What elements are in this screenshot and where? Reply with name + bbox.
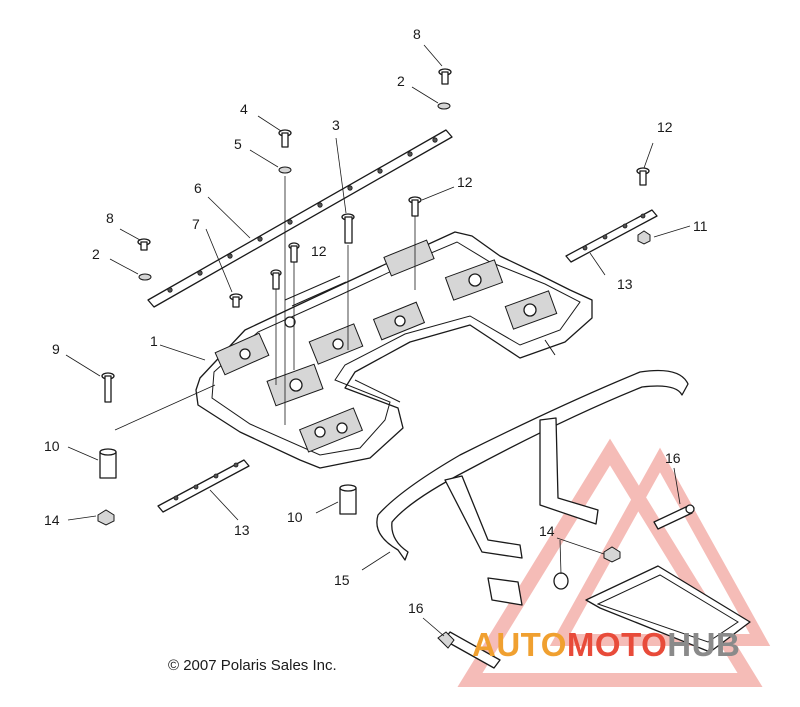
nut-11 (637, 230, 651, 245)
spacer-10-left (99, 448, 117, 479)
callout-2-left: 2 (92, 246, 100, 262)
watermark-hub: HUB (667, 626, 740, 663)
bolt-left-8 (137, 238, 151, 251)
callout-4: 4 (240, 101, 248, 117)
callout-15: 15 (334, 572, 350, 588)
callout-1: 1 (150, 333, 158, 349)
bolt-12-right (636, 167, 650, 186)
bolt-16-lower (437, 631, 501, 669)
watermark-moto: MOTO (567, 626, 667, 663)
bolt-12-center (408, 196, 422, 217)
callout-8-left: 8 (106, 210, 114, 226)
callout-12-c: 12 (311, 243, 327, 259)
bolt-9 (101, 372, 115, 403)
side-rail (147, 129, 453, 308)
watermark-wordmark: AUTOMOTOHUB (472, 626, 740, 663)
callout-13-right: 13 (617, 276, 633, 292)
copyright-notice: © 2007 Polaris Sales Inc. (168, 657, 337, 674)
rack-base (195, 231, 593, 469)
spacer-10-right (339, 484, 357, 515)
nut-14-left (97, 509, 115, 526)
rack-pockets (214, 239, 558, 453)
bolt-3 (341, 213, 355, 244)
callout-10-left: 10 (44, 438, 60, 454)
callout-3: 3 (332, 117, 340, 133)
callout-6: 6 (194, 180, 202, 196)
callout-9: 9 (52, 341, 60, 357)
bolt-12-left (270, 242, 300, 290)
callout-12-b: 12 (657, 119, 673, 135)
watermark-auto: AUTO (472, 626, 567, 663)
rail-holes (167, 137, 438, 293)
callout-2-top: 2 (397, 73, 405, 89)
strip-right (565, 209, 658, 263)
callout-14-left: 14 (44, 512, 60, 528)
bolt-7 (229, 293, 243, 308)
bolt-4 (278, 129, 292, 148)
callout-5: 5 (234, 136, 242, 152)
strip-left (157, 459, 250, 513)
alignment-lines (275, 176, 416, 425)
callout-14-right: 14 (539, 523, 555, 539)
pin-16-right (653, 504, 695, 530)
washer-top-2 (437, 102, 451, 110)
callout-16-right: 16 (665, 450, 681, 466)
callout-7: 7 (192, 216, 200, 232)
callout-12-a: 12 (457, 174, 473, 190)
leader-lines (65, 44, 691, 637)
nut-14-right (553, 546, 621, 590)
bolt-top-8 (438, 68, 452, 85)
washer-5 (278, 166, 292, 174)
callout-11: 11 (693, 218, 708, 234)
washer-left-2 (138, 273, 152, 281)
callout-10-right: 10 (287, 509, 303, 525)
callout-labels: 8 2 4 5 3 12 12 12 6 7 8 2 11 13 1 9 10 … (44, 26, 708, 616)
callout-13-left: 13 (234, 522, 250, 538)
callout-16-lower: 16 (408, 600, 424, 616)
callout-8-top: 8 (413, 26, 421, 42)
rack-frame (376, 369, 751, 653)
